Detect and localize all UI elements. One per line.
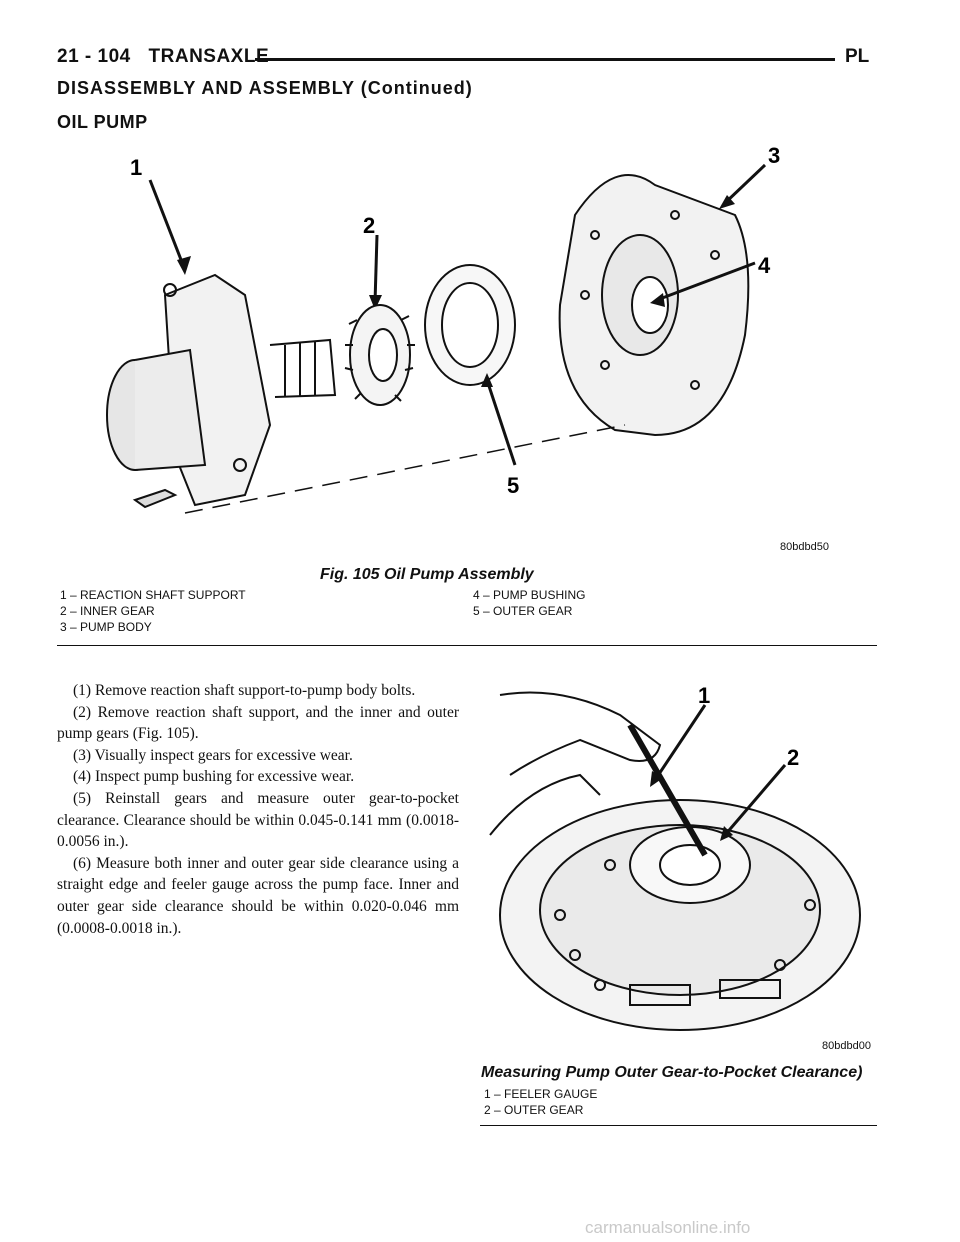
callout-2: 2 — [787, 745, 799, 770]
legend-item: 3 – PUMP BODY — [60, 620, 152, 634]
procedure-step: (5) Reinstall gears and measure outer ge… — [57, 789, 459, 851]
figure1-legend-left: 1 – REACTION SHAFT SUPPORT 2 – INNER GEA… — [60, 587, 246, 635]
procedure-text: (1) Remove reaction shaft support-to-pum… — [57, 680, 459, 939]
figure2-code: 80bdbd00 — [822, 1040, 871, 1052]
figure1-rule — [57, 645, 877, 646]
oil-pump-exploded-illustration: 1 2 3 4 5 — [106, 143, 780, 514]
procedure-step: (1) Remove reaction shaft support-to-pum… — [73, 682, 416, 699]
figure2-caption: Measuring Pump Outer Gear-to-Pocket Clea… — [481, 1064, 863, 1081]
procedure-step: (2) Remove reaction shaft support, and t… — [57, 703, 459, 743]
section-title: DISASSEMBLY AND ASSEMBLY (Continued) — [57, 78, 473, 98]
figure2-rule — [480, 1125, 877, 1126]
figure1-legend-right: 4 – PUMP BUSHING 5 – OUTER GEAR — [473, 587, 585, 619]
callout-1: 1 — [130, 155, 142, 180]
header-rule — [255, 58, 835, 61]
figure2-legend: 1 – FEELER GAUGE 2 – OUTER GEAR — [484, 1086, 597, 1118]
procedure-step: (3) Visually inspect gears for excessive… — [73, 746, 353, 764]
clearance-measurement-illustration: 1 2 — [489, 683, 861, 1031]
figure1-caption: Fig. 105 Oil Pump Assembly — [320, 566, 534, 583]
procedure-step: (4) Inspect pump bushing for excessive w… — [73, 768, 355, 786]
procedure-step: (6) Measure both inner and outer gear si… — [57, 854, 459, 937]
callout-5: 5 — [507, 473, 519, 498]
callout-2: 2 — [363, 213, 375, 238]
legend-item: 2 – INNER GEAR — [60, 604, 155, 618]
legend-item: 2 – OUTER GEAR — [484, 1103, 584, 1117]
subsection-title: OIL PUMP — [57, 112, 148, 132]
page-header: 21 - 104 TRANSAXLE — [57, 46, 281, 68]
figure1-code: 80bdbd50 — [780, 541, 829, 553]
chapter-title: TRANSAXLE — [148, 46, 270, 67]
model-code: PL — [845, 46, 870, 67]
legend-item: 1 – FEELER GAUGE — [484, 1087, 598, 1101]
callout-3: 3 — [768, 143, 780, 168]
legend-item: 5 – OUTER GEAR — [473, 604, 573, 618]
callout-1: 1 — [698, 683, 710, 708]
watermark: carmanualsonline.info — [585, 1218, 751, 1237]
callout-4: 4 — [758, 253, 771, 278]
legend-item: 1 – REACTION SHAFT SUPPORT — [60, 588, 246, 602]
legend-item: 4 – PUMP BUSHING — [473, 588, 586, 602]
page-number: 21 - 104 — [57, 46, 131, 67]
